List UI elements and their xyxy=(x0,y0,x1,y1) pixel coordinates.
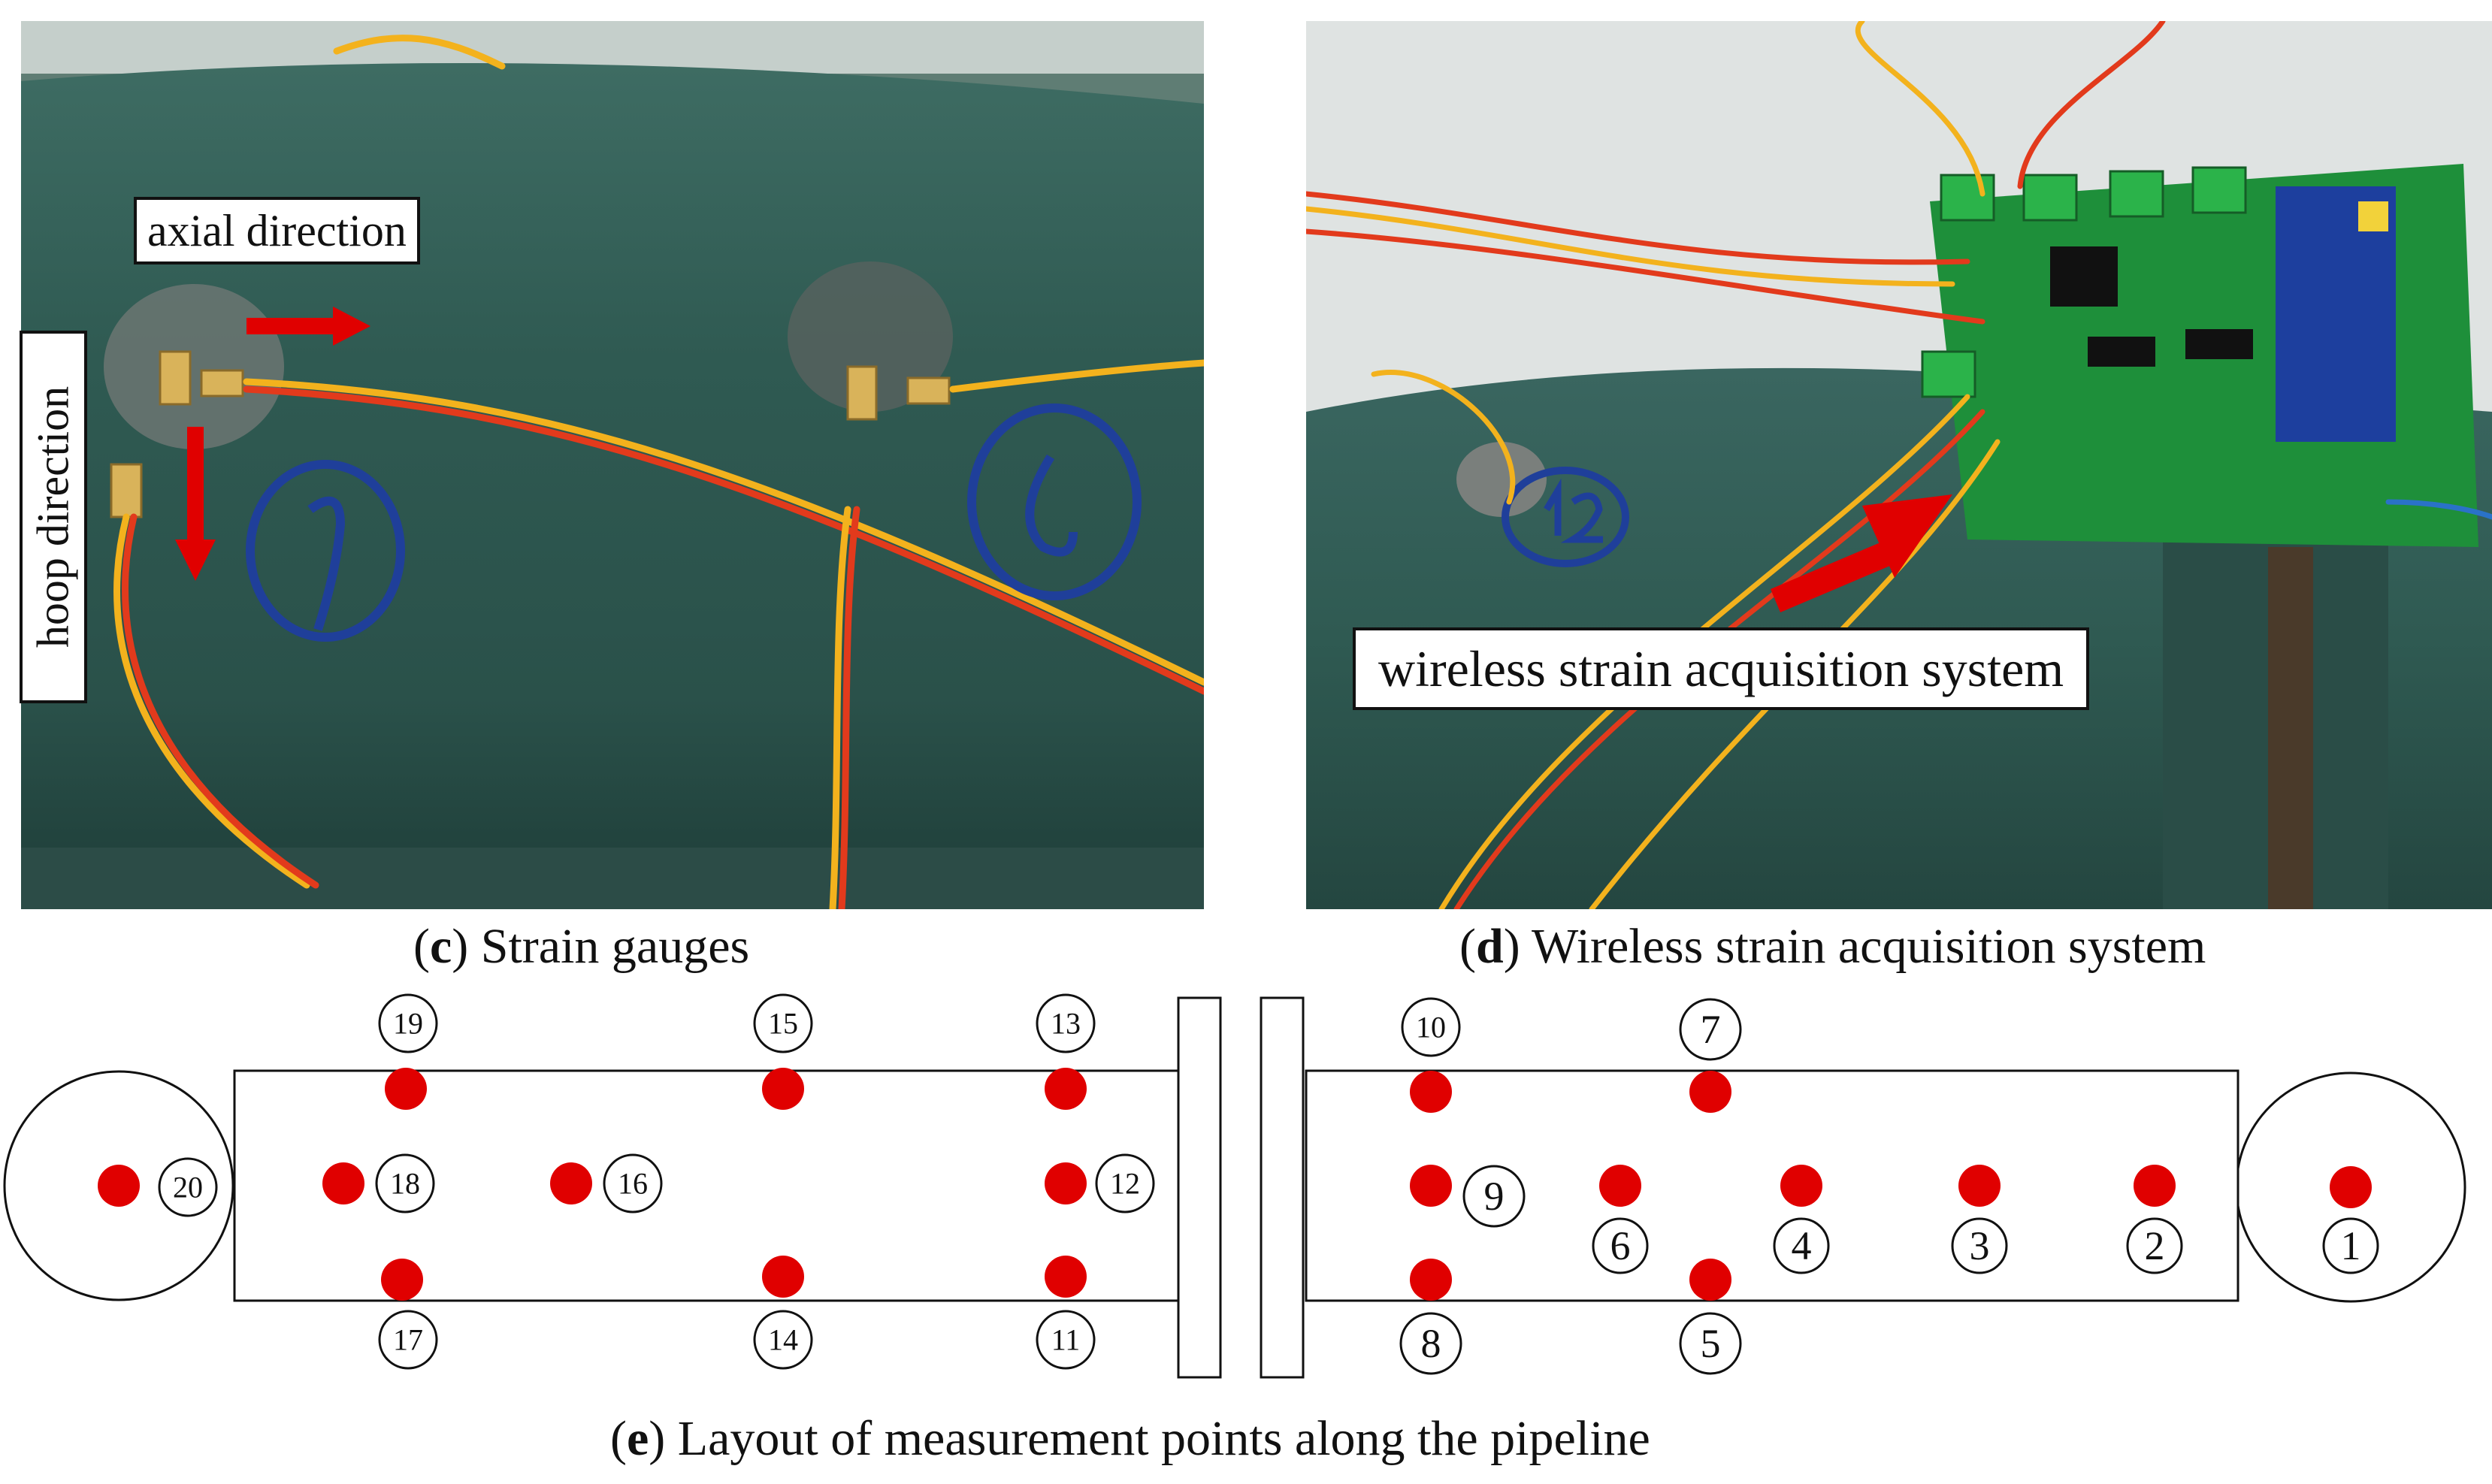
measurement-point-8-label-ring xyxy=(1399,1312,1462,1375)
measurement-point-1-marker xyxy=(2330,1166,2372,1208)
caption-e-text: Layout of measurement points along the p… xyxy=(665,1411,1650,1466)
measurement-point-7-label: 7 xyxy=(1701,1007,1721,1052)
measurement-point-3-label: 3 xyxy=(1970,1223,1990,1268)
pipe-right-segment xyxy=(1305,1069,2239,1302)
caption-e: (e) Layout of measurement points along t… xyxy=(610,1411,1650,1466)
caption-c-letter: c xyxy=(429,919,452,974)
measurement-point-6-marker xyxy=(1599,1165,1641,1207)
measurement-point-2-label-ring xyxy=(2126,1217,2183,1274)
measurement-point-16-marker xyxy=(550,1162,592,1204)
caption-d-text: Wireless strain acquisition system xyxy=(1520,919,2206,974)
measurement-point-7-label-ring xyxy=(1679,998,1742,1061)
measurement-point-14-label: 14 xyxy=(768,1323,798,1357)
measurement-point-2-label: 2 xyxy=(2145,1223,2165,1268)
measurement-point-9-label: 9 xyxy=(1484,1174,1505,1219)
measurement-point-5-marker xyxy=(1689,1259,1731,1301)
measurement-point-6-label: 6 xyxy=(1610,1223,1631,1268)
measurement-point-4-marker xyxy=(1780,1165,1822,1207)
measurement-point-17-label: 17 xyxy=(393,1323,423,1357)
measurement-point-5-label-ring xyxy=(1679,1312,1742,1375)
hoop-direction-text: hoop direction xyxy=(28,385,78,648)
measurement-point-3-label-ring xyxy=(1951,1217,2008,1274)
measurement-point-8-label: 8 xyxy=(1421,1321,1441,1366)
caption-e-letter: e xyxy=(626,1411,649,1466)
measurement-point-20-label: 20 xyxy=(173,1171,203,1204)
measurement-point-15-marker xyxy=(762,1068,804,1110)
measurement-point-3-marker xyxy=(1958,1165,2001,1207)
measurement-point-12-label-ring xyxy=(1095,1153,1155,1213)
wireless-system-photo xyxy=(1306,21,2492,909)
measurement-point-10-label-ring xyxy=(1401,997,1461,1057)
measurement-point-7-marker xyxy=(1689,1071,1731,1113)
measurement-point-1-label: 1 xyxy=(2341,1223,2361,1268)
measurement-point-17-marker xyxy=(381,1259,423,1301)
measurement-point-14-label-ring xyxy=(753,1310,813,1370)
measurement-point-14-marker xyxy=(762,1256,804,1298)
measurement-point-18-label-ring xyxy=(375,1153,435,1213)
measurement-point-4-label-ring xyxy=(1773,1217,1830,1274)
strain-gauges-photo xyxy=(21,21,1204,909)
wireless-system-label: wireless strain acquisition system xyxy=(1353,627,2090,710)
measurement-point-9-label-ring xyxy=(1462,1165,1526,1228)
measurement-point-5-label: 5 xyxy=(1701,1321,1721,1366)
measurement-point-16-label-ring xyxy=(603,1153,663,1213)
measurement-point-13-marker xyxy=(1045,1068,1087,1110)
measurement-point-10-label: 10 xyxy=(1416,1011,1446,1044)
measurement-point-11-label: 11 xyxy=(1051,1323,1081,1357)
measurement-point-9-marker xyxy=(1410,1165,1452,1207)
flange-right xyxy=(1260,996,1305,1379)
caption-d-letter: d xyxy=(1475,919,1504,974)
axial-direction-label: axial direction xyxy=(134,197,420,264)
measurement-point-19-label: 19 xyxy=(393,1007,423,1041)
measurement-point-12-marker xyxy=(1045,1162,1087,1204)
measurement-point-10-marker xyxy=(1410,1071,1452,1113)
measurement-point-4-label: 4 xyxy=(1792,1223,1812,1268)
measurement-point-16-label: 16 xyxy=(618,1167,648,1201)
measurement-point-17-label-ring xyxy=(378,1310,438,1370)
measurement-point-1-label-ring xyxy=(2322,1217,2379,1274)
measurement-point-18-marker xyxy=(322,1162,364,1204)
caption-d: (d) Wireless strain acquisition system xyxy=(1459,919,2206,974)
hoop-direction-label: hoop direction xyxy=(20,331,87,703)
measurement-point-15-label: 15 xyxy=(768,1007,798,1041)
measurement-point-20-label-ring xyxy=(158,1157,218,1217)
flange-left xyxy=(1177,996,1222,1379)
measurement-point-19-marker xyxy=(385,1068,427,1110)
measurement-point-13-label: 13 xyxy=(1051,1007,1081,1041)
measurement-point-18-label: 18 xyxy=(390,1167,420,1201)
measurement-point-8-marker xyxy=(1410,1259,1452,1301)
measurement-point-11-label-ring xyxy=(1036,1310,1096,1370)
measurement-point-20-marker xyxy=(98,1165,140,1207)
measurement-point-13-label-ring xyxy=(1036,993,1096,1053)
measurement-point-6-label-ring xyxy=(1592,1217,1649,1274)
measurement-point-11-marker xyxy=(1045,1256,1087,1298)
measurement-point-2-marker xyxy=(2134,1165,2176,1207)
measurement-point-15-label-ring xyxy=(753,993,813,1053)
measurement-point-19-label-ring xyxy=(378,993,438,1053)
measurement-point-12-label: 12 xyxy=(1110,1167,1140,1201)
caption-c: (c) Strain gauges xyxy=(413,919,750,974)
caption-c-text: Strain gauges xyxy=(468,919,750,974)
